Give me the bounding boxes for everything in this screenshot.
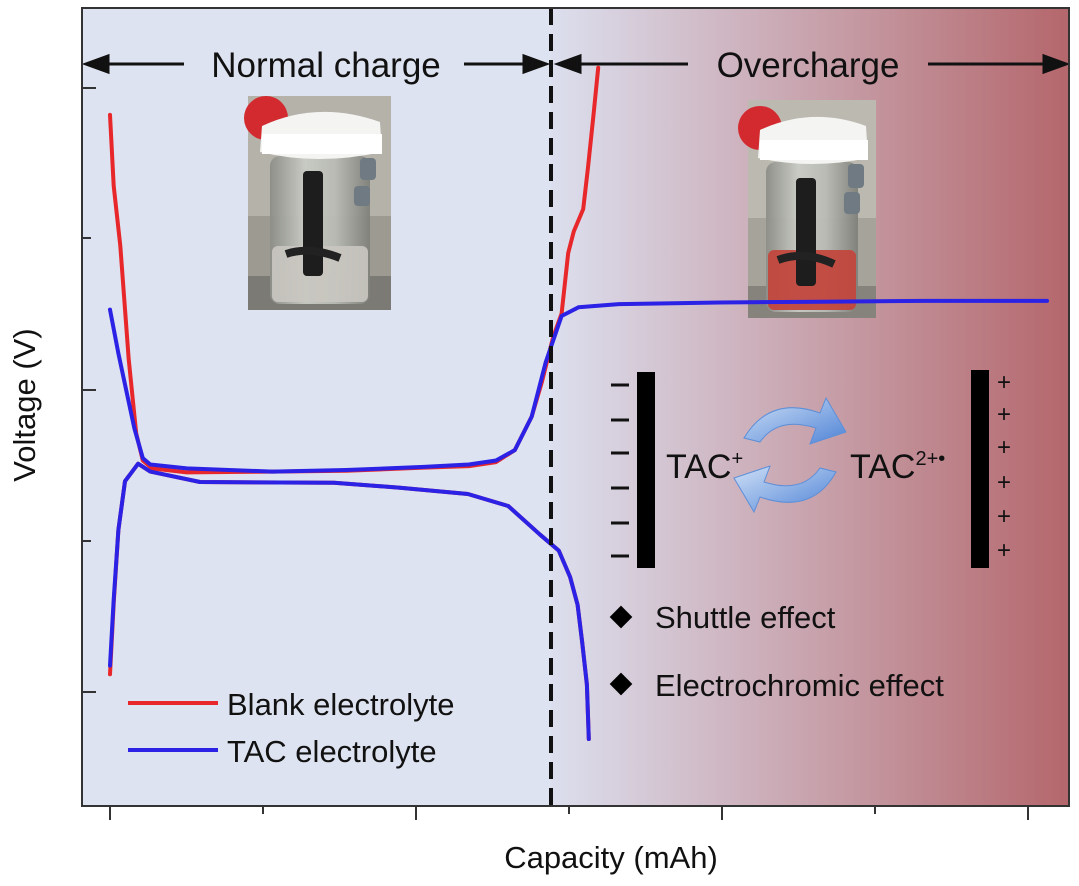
- bullet-electrochromic-effect: Electrochromic effect: [655, 668, 944, 703]
- region-label-overcharge: Overcharge: [717, 46, 900, 85]
- x-axis-label: Capacity (mAh): [504, 840, 718, 875]
- plot-curves: [108, 65, 1049, 741]
- legend: Blank electrolyte TAC electrolyte: [128, 687, 454, 769]
- legend-label-tac: TAC electrolyte: [227, 734, 437, 769]
- bullet-shuttle-effect: Shuttle effect: [655, 600, 836, 635]
- tac-dication-label: TAC2+•: [850, 448, 945, 486]
- negative-charge-marks: [611, 383, 629, 558]
- electrode-negative: [637, 372, 655, 568]
- legend-label-blank: Blank electrolyte: [227, 687, 454, 722]
- vial-photo-overcharge: [738, 100, 876, 318]
- svg-text:+: +: [997, 503, 1011, 530]
- bullet-diamond-icon: [609, 672, 633, 696]
- svg-text:+: +: [997, 469, 1011, 496]
- redox-arrow-up-icon: [743, 396, 847, 445]
- svg-text:+: +: [997, 369, 1011, 396]
- y-axis-label: Voltage (V): [7, 328, 42, 481]
- electrode-positive: [971, 370, 989, 568]
- vial-photo-normal: [244, 96, 391, 310]
- tac-redox-schematic: + + + + + + TAC+ TAC2+•: [611, 369, 1011, 568]
- positive-charge-marks: + + + + + +: [997, 369, 1011, 564]
- series-line-tac-discharge: [108, 461, 591, 741]
- axis-ticks: [82, 87, 1029, 820]
- bullet-diamond-icon: [609, 605, 633, 629]
- redox-arrow-down-icon: [733, 465, 837, 514]
- svg-text:+: +: [997, 537, 1011, 564]
- svg-text:+: +: [997, 434, 1011, 461]
- plot-frame: [81, 7, 1070, 807]
- tac-cation-label: TAC+: [666, 448, 743, 486]
- svg-text:+: +: [997, 401, 1011, 428]
- region-arrows: [81, 53, 1071, 75]
- series-line-tac-charge: [108, 298, 1049, 474]
- region-label-normal: Normal charge: [211, 46, 441, 85]
- effect-bullets: Shuttle effect Electrochromic effect: [609, 600, 944, 703]
